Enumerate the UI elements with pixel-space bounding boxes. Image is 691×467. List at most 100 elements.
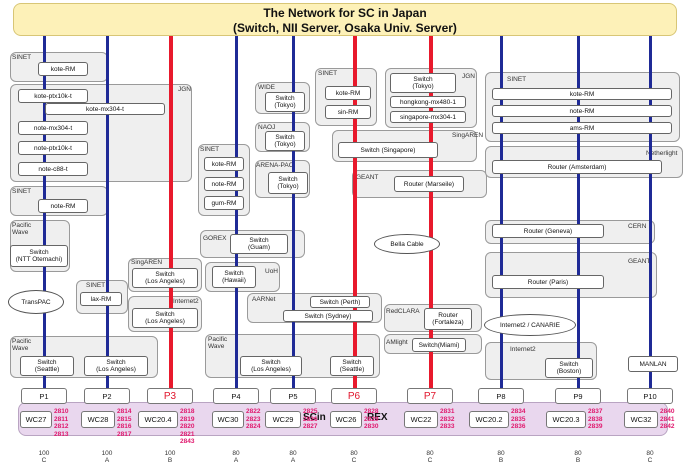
jgn-label-1: JGN xyxy=(178,86,191,93)
path-label-p6: P6 xyxy=(331,388,377,404)
sinet-label-4: SINET xyxy=(200,146,220,153)
band-text-left: SCin xyxy=(303,412,326,423)
link-type: B xyxy=(498,457,504,464)
path-line-p5 xyxy=(291,36,295,392)
link-type: C xyxy=(41,457,47,464)
path-label-p9: P9 xyxy=(555,388,601,404)
router-geneva-node: Router (Geneva) xyxy=(492,224,604,238)
path-line-p10 xyxy=(648,36,652,392)
circuit-number: 2825 xyxy=(303,408,318,415)
switch-sydney-node: Switch (Sydney) xyxy=(283,310,373,322)
circuit-number: 2833 xyxy=(440,423,455,430)
path-line-p4 xyxy=(234,36,238,392)
circuit-number: 2813 xyxy=(54,430,69,438)
jgn-label-2: JGN xyxy=(462,73,475,80)
internet2-label-a: Internet2 xyxy=(173,298,199,305)
path-line-p9 xyxy=(576,36,580,392)
router-fortaleza-text: Router (Fortaleza) xyxy=(432,312,464,326)
circuit-number: 2842 xyxy=(660,423,675,430)
switch-ntt-otemachi-node: Switch (NTT Otemachi) xyxy=(10,245,68,267)
circuit-number: 2817 xyxy=(117,430,132,438)
switch-tokyo-jgn-text: Switch (Tokyo) xyxy=(412,76,434,90)
kote-ptx10k-t-node: kote-ptx10k-t xyxy=(18,89,88,103)
switch-la-pacificwave-node: Switch (Los Angeles) xyxy=(84,356,148,376)
internet2-label-b: Internet2 xyxy=(510,346,536,353)
singaren-label-2: SingAREN xyxy=(452,132,484,139)
switch-singapore-node: Switch (Singapore) xyxy=(338,142,438,158)
title-line-2: (Switch, NII Server, Osaka Univ. Server) xyxy=(233,21,457,35)
switch-tokyo-arena-node: Switch (Tokyo) xyxy=(268,172,308,194)
circuit-number: 2821 xyxy=(180,430,195,438)
switch-guam-text: Switch (Guam) xyxy=(247,237,271,251)
link-type: A xyxy=(104,457,110,464)
sinet-label-2: SINET xyxy=(12,188,32,195)
switch-seattle-text-1: Switch (Seattle) xyxy=(34,359,60,373)
path-label-p7: P7 xyxy=(407,388,453,404)
circuit-number: 2843 xyxy=(180,438,195,445)
wc-box-p10: WC32 xyxy=(624,411,658,428)
circuit-number: 2811 xyxy=(54,415,69,423)
lax-rm-node: lax-RM xyxy=(80,292,122,306)
wc-box-p2: WC28 xyxy=(81,411,115,428)
bandwidth-value: 80 xyxy=(350,450,358,457)
bandwidth-value: 80 xyxy=(232,450,240,457)
wc-box-p1: WC27 xyxy=(20,411,52,428)
sinet-label-6: SINET xyxy=(507,76,527,83)
aarnet-label: AARNet xyxy=(252,296,276,303)
switch-tokyo-naoj-node: Switch (Tokyo) xyxy=(265,131,305,151)
bandwidth-value: 80 xyxy=(497,450,505,457)
wide-label: WIDE xyxy=(258,84,275,91)
circuit-number: 2810 xyxy=(54,408,69,415)
switch-la-internet2-node: Switch (Los Angeles) xyxy=(132,308,198,328)
circuit-number: 2840 xyxy=(660,408,675,415)
hongkong-mx480-node: hongkong-mx480-1 xyxy=(390,96,466,108)
switch-tokyo-jgn-node: Switch (Tokyo) xyxy=(390,73,456,93)
circuit-number: 2834 xyxy=(511,408,526,415)
circuit-number: 2841 xyxy=(660,415,675,423)
note-rm-sinet6-node: note-RM xyxy=(492,105,672,117)
title-line-1: The Network for SC in Japan xyxy=(263,6,427,20)
path-label-p8: P8 xyxy=(478,388,524,404)
router-paris-node: Router (Paris) xyxy=(492,275,604,289)
switch-boston-node: Switch (Boston) xyxy=(545,358,593,378)
path-label-p1: P1 xyxy=(21,388,67,404)
link-type: B xyxy=(575,457,581,464)
path-line-p8 xyxy=(499,36,503,392)
bandwidth-value: 80 xyxy=(574,450,582,457)
cern-label: CERN xyxy=(628,223,647,230)
wc-box-p4: WC30 xyxy=(212,411,244,428)
link-type: B xyxy=(167,457,173,464)
naoj-label: NAOJ xyxy=(258,124,276,131)
kote-rm-sinet6-node: kote-RM xyxy=(492,88,672,100)
circuit-number: 2828 xyxy=(364,408,379,415)
note-ptx10k-t-node: note-ptx10k-t xyxy=(18,141,88,155)
circuit-number: 2838 xyxy=(588,415,603,423)
wc-box-p3: WC20.4 xyxy=(138,411,178,428)
circuit-number: 2829 xyxy=(364,415,379,423)
bandwidth-value: 80 xyxy=(289,450,297,457)
circuit-number: 2830 xyxy=(364,423,379,430)
circuit-number: 2831 xyxy=(440,408,455,415)
kote-rm-sinet5-node: kote-RM xyxy=(325,86,371,100)
circuit-number: 2826 xyxy=(303,415,318,423)
path-label-p10: P10 xyxy=(627,388,673,404)
singapore-mx304-node: singapore-mx304-1 xyxy=(390,111,466,123)
wc-box-p5: WC29 xyxy=(265,411,301,428)
switch-la-singaren-node: Switch (Los Angeles) xyxy=(132,268,198,288)
note-c88-t-node: note-c88-t xyxy=(18,162,88,176)
switch-perth-node: Switch (Perth) xyxy=(310,296,370,308)
link-type: C xyxy=(351,457,357,464)
